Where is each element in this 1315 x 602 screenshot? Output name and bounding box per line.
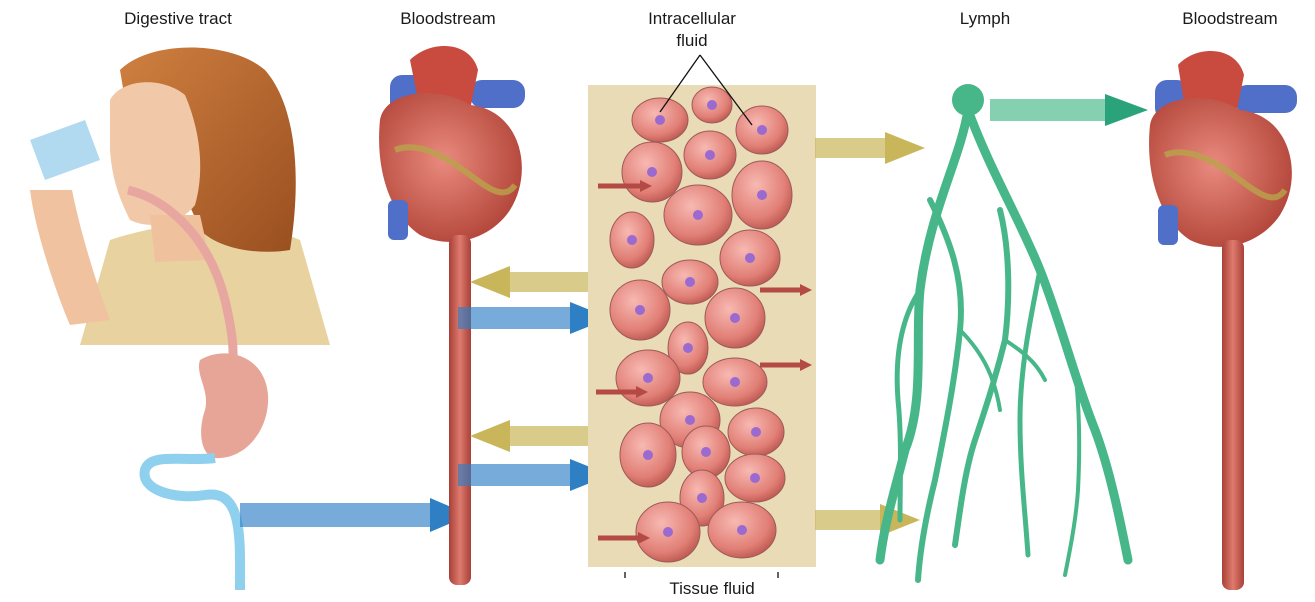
- nucleus: [655, 115, 665, 125]
- cell: [703, 358, 767, 406]
- lymph-to-blood-arrow: [990, 94, 1148, 126]
- lymph-label: Lymph: [925, 8, 1045, 30]
- nucleus: [750, 473, 760, 483]
- lymph-vessel-icon: [880, 84, 1128, 580]
- bloodstream-right-label: Bloodstream: [1150, 8, 1310, 30]
- nucleus: [627, 235, 637, 245]
- nucleus: [730, 313, 740, 323]
- nucleus: [643, 450, 653, 460]
- cell: [705, 288, 765, 348]
- cell: [622, 142, 682, 202]
- nucleus: [737, 525, 747, 535]
- tissue-to-lymph-arrows: [815, 132, 925, 536]
- nucleus: [707, 100, 717, 110]
- digestive-tract-label: Digestive tract: [98, 8, 258, 30]
- nucleus: [751, 427, 761, 437]
- cell: [632, 98, 688, 142]
- nucleus: [663, 527, 673, 537]
- cell: [636, 502, 700, 562]
- nucleus: [643, 373, 653, 383]
- cell: [616, 350, 680, 406]
- cell: [692, 87, 732, 123]
- nucleus: [685, 277, 695, 287]
- cell: [732, 161, 792, 229]
- cell: [720, 230, 780, 286]
- nucleus: [693, 210, 703, 220]
- bloodstream-left-label: Bloodstream: [368, 8, 528, 30]
- exchange-arrows-left: [458, 266, 610, 491]
- nucleus: [647, 167, 657, 177]
- nucleus: [683, 343, 693, 353]
- heart-icon: [379, 46, 525, 242]
- blood-vessel: [1222, 240, 1244, 590]
- heart-icon: [1149, 51, 1297, 247]
- intracellular-label-line2: fluid: [612, 30, 772, 52]
- nucleus: [701, 447, 711, 457]
- cell: [725, 454, 785, 502]
- nucleus: [730, 377, 740, 387]
- nucleus: [757, 125, 767, 135]
- cell: [728, 408, 784, 456]
- nucleus: [705, 150, 715, 160]
- blood-vessel: [449, 235, 471, 585]
- nucleus: [697, 493, 707, 503]
- nucleus: [635, 305, 645, 315]
- cell: [708, 502, 776, 558]
- intracellular-fluid-label: Intracellular fluid: [612, 8, 772, 52]
- cell: [664, 185, 732, 245]
- absorption-arrow: [240, 498, 470, 532]
- tissue-fluid-label: Tissue fluid: [612, 578, 812, 600]
- cell: [610, 280, 670, 340]
- nucleus: [757, 190, 767, 200]
- cell: [620, 423, 676, 487]
- cell: [684, 131, 736, 179]
- nucleus: [685, 415, 695, 425]
- intracellular-label-line1: Intracellular: [612, 8, 772, 30]
- cell: [662, 260, 718, 304]
- cell: [610, 212, 654, 268]
- nucleus: [745, 253, 755, 263]
